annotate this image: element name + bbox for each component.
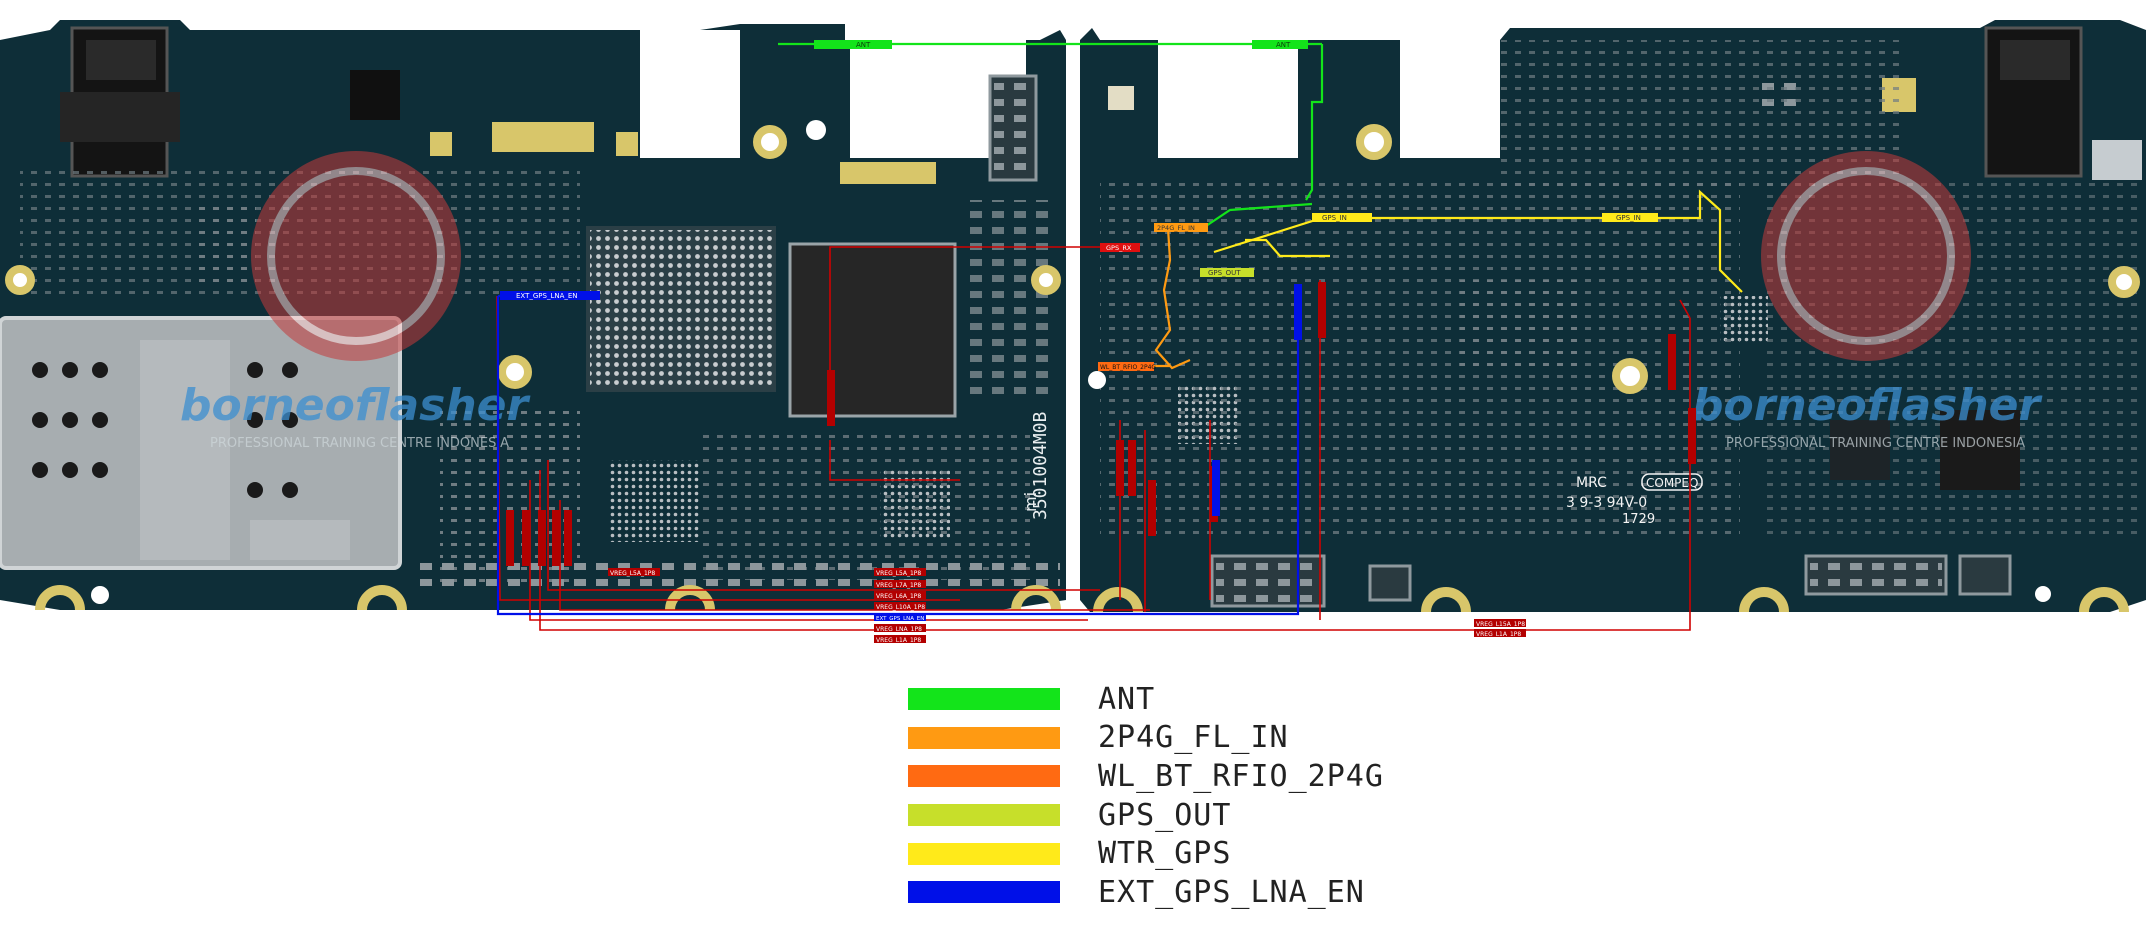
- tag-ant-left: ANT: [814, 40, 892, 49]
- svg-text:EXT_GPS_LNA_EN: EXT_GPS_LNA_EN: [876, 616, 924, 622]
- legend-label-gps-out: GPS_OUT: [1098, 797, 1232, 833]
- svg-text:ANT: ANT: [1276, 41, 1291, 49]
- tag-vreg-l5a-2: VREG_L5A_1P8: [874, 568, 926, 577]
- tag-2p4g-fl-in: 2P4G_FL_IN: [1154, 223, 1208, 232]
- watermark-brand-left: borneoflasher: [180, 380, 530, 431]
- legend-swatch-wtr-gps: [908, 842, 1060, 865]
- svg-text:GPS_IN: GPS_IN: [1616, 214, 1641, 222]
- tag-ant-right: ANT: [1252, 40, 1308, 49]
- legend-label-2p4g-fl-in: 2P4G_FL_IN: [1098, 720, 1289, 756]
- cert-mrc-text: MRC: [1576, 475, 1607, 491]
- legend-label-wtr-gps: WTR_GPS: [1098, 836, 1232, 872]
- svg-text:GPS_IN: GPS_IN: [1322, 214, 1347, 222]
- legend-swatch-wl-bt-rfio: [908, 765, 1060, 788]
- svg-text:VREG_L7A_1P8: VREG_L7A_1P8: [876, 582, 921, 589]
- watermark-logo-left: [251, 151, 461, 361]
- tag-vreg-l10a: VREG_L10A_1P8: [874, 602, 926, 611]
- svg-text:GPS_RX: GPS_RX: [1106, 244, 1132, 252]
- legend-item-ant: ANT: [908, 680, 1468, 719]
- legend-swatch-ext-gps-lna-en: [908, 881, 1060, 904]
- svg-text:VREG_L5A_1P8: VREG_L5A_1P8: [876, 570, 921, 577]
- part-id-text: 3501004M0B: [1030, 412, 1051, 520]
- svg-text:VREG_L1A_1P8: VREG_L1A_1P8: [1476, 631, 1521, 638]
- board-right: MRC COMPEQ 3 9-3 94V-0 1729: [1080, 20, 2146, 613]
- tag-vreg-l15a: VREG_L15A_1P8: [1474, 619, 1526, 628]
- tag-vreg-l6a: VREG_L6A_1P8: [874, 591, 926, 600]
- mi-logo-text: mi: [1021, 492, 1040, 512]
- tag-vreg-l1a-2: VREG_L1A_1P8: [1474, 629, 1526, 638]
- tag-gps-in-2: GPS_IN: [1602, 213, 1658, 222]
- legend-item-wl-bt-rfio: WL_BT_RFIO_2P4G: [908, 757, 1468, 796]
- legend-item-2p4g-fl-in: 2P4G_FL_IN: [908, 719, 1468, 758]
- svg-text:VREG_L6A_1P8: VREG_L6A_1P8: [876, 593, 921, 600]
- legend-swatch-2p4g-fl-in: [908, 726, 1060, 749]
- legend: ANT 2P4G_FL_IN WL_BT_RFIO_2P4G GPS_OUT W…: [908, 680, 1468, 912]
- legend-swatch-gps-out: [908, 804, 1060, 827]
- tag-vreg-l7a: VREG_L7A_1P8: [874, 580, 926, 589]
- cert-brand-text: COMPEQ: [1646, 476, 1698, 490]
- watermark-logo-right: [1761, 151, 1971, 361]
- tag-gps-rx: GPS_RX: [1100, 243, 1140, 252]
- legend-label-ext-gps-lna-en: EXT_GPS_LNA_EN: [1098, 874, 1365, 910]
- tag-ext-gps-lna-en: EXT_GPS_LNA_EN: [500, 291, 600, 300]
- svg-text:VREG_L15A_1P8: VREG_L15A_1P8: [1476, 621, 1525, 628]
- tag-gps-in-1: GPS_IN: [1312, 213, 1372, 222]
- svg-text:ANT: ANT: [856, 41, 871, 49]
- svg-text:VREG_L1A_1P8: VREG_L1A_1P8: [876, 637, 921, 644]
- board-left: 3501004M0B mi: [0, 20, 1066, 611]
- legend-item-ext-gps-lna-en: EXT_GPS_LNA_EN: [908, 873, 1468, 912]
- watermark-subtitle-left: PROFESSIONAL TRAINING CENTRE INDONESIA: [210, 436, 509, 451]
- legend-item-gps-out: GPS_OUT: [908, 796, 1468, 835]
- legend-label-ant: ANT: [1098, 681, 1156, 717]
- tag-gps-out: GPS_OUT: [1200, 268, 1254, 277]
- legend-swatch-ant: [908, 688, 1060, 711]
- svg-text:VREG_LNA_1P8: VREG_LNA_1P8: [876, 626, 922, 633]
- svg-text:VREG_L10A_1P8: VREG_L10A_1P8: [876, 604, 925, 611]
- cert-code-text: 1729: [1622, 512, 1655, 527]
- tag-vreg-l1a: VREG_L1A_1P8: [874, 635, 926, 644]
- tag-ext-gps-lna-en-2: EXT_GPS_LNA_EN: [874, 613, 926, 622]
- svg-text:WL_BT_RFIO_2P4G: WL_BT_RFIO_2P4G: [1100, 364, 1156, 371]
- watermark-subtitle-right: PROFESSIONAL TRAINING CENTRE INDONESIA: [1726, 436, 2025, 451]
- watermark-brand-right: borneoflasher: [1692, 380, 2042, 431]
- tag-vreg-lna: VREG_LNA_1P8: [874, 624, 926, 633]
- legend-item-wtr-gps: WTR_GPS: [908, 834, 1468, 873]
- svg-text:VREG_L5A_1P8: VREG_L5A_1P8: [610, 570, 655, 577]
- tag-vreg-l5a: VREG_L5A_1P8: [608, 568, 660, 577]
- tag-wl-bt-rfio: WL_BT_RFIO_2P4G: [1098, 362, 1156, 371]
- legend-label-wl-bt-rfio: WL_BT_RFIO_2P4G: [1098, 758, 1384, 794]
- cert-line2-text: 3 9-3 94V-0: [1566, 495, 1647, 511]
- svg-text:EXT_GPS_LNA_EN: EXT_GPS_LNA_EN: [516, 292, 578, 300]
- svg-text:GPS_OUT: GPS_OUT: [1208, 269, 1241, 277]
- svg-text:2P4G_FL_IN: 2P4G_FL_IN: [1157, 224, 1195, 232]
- tag-vreg-vertical-group: [506, 282, 1696, 566]
